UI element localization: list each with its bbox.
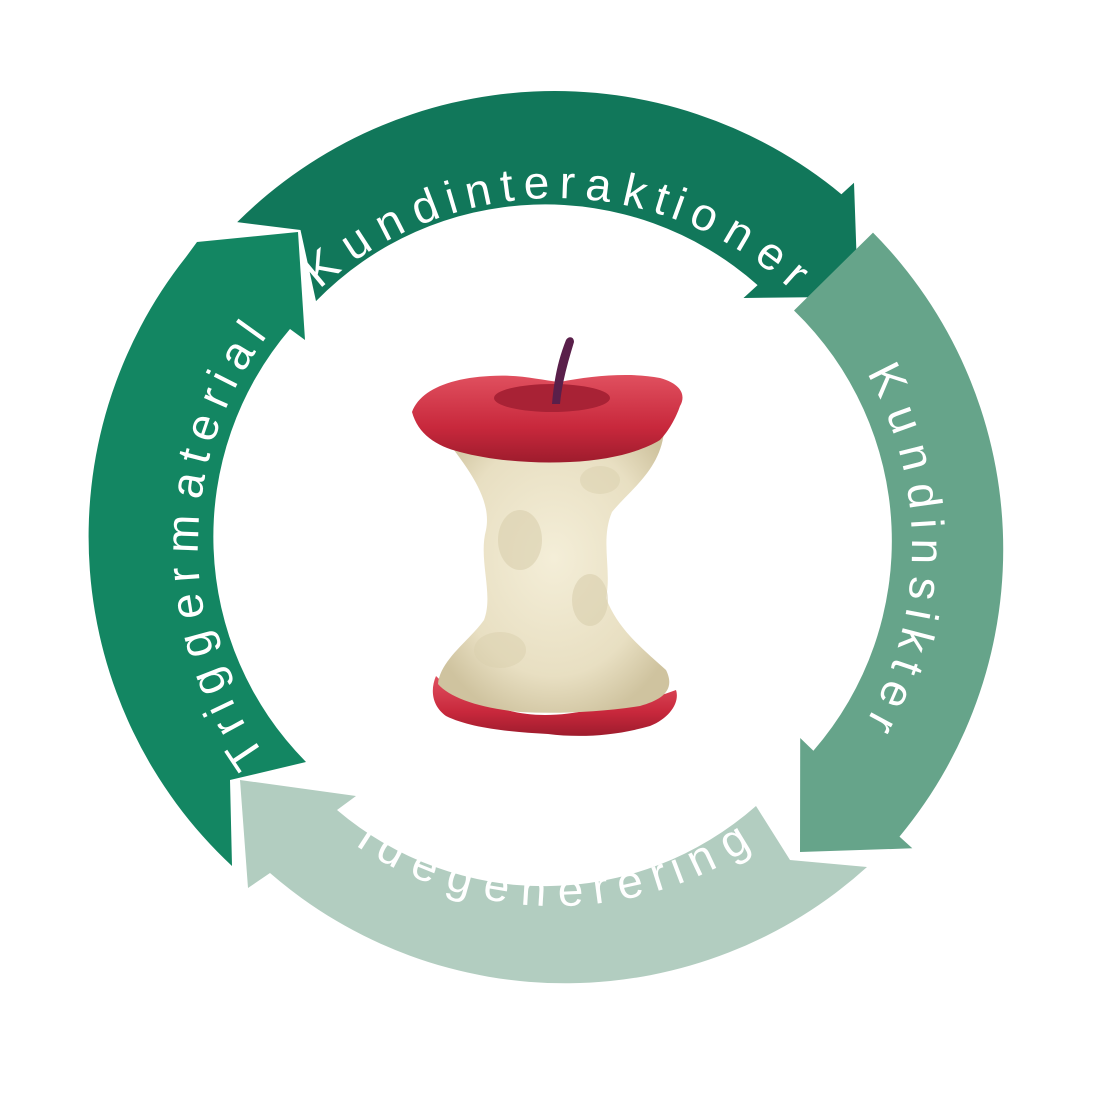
apple-top-cavity xyxy=(494,384,610,412)
apple-core-image xyxy=(412,337,683,736)
arrow-segment-kundinteraktioner xyxy=(237,91,858,302)
flesh-shade xyxy=(498,510,542,570)
apple-bottom-skin xyxy=(432,676,677,736)
apple-core-flesh xyxy=(438,432,670,713)
arrow-segment-triggermaterial xyxy=(88,232,306,866)
apple-top-skin xyxy=(412,375,683,463)
flesh-shade xyxy=(580,466,620,494)
flesh-shade xyxy=(474,632,526,668)
arrow-segment-idegenerering xyxy=(240,780,867,984)
flesh-shade xyxy=(572,574,608,626)
apple-stem xyxy=(552,337,574,404)
arrow-segment-kundinsikter xyxy=(794,232,1004,853)
